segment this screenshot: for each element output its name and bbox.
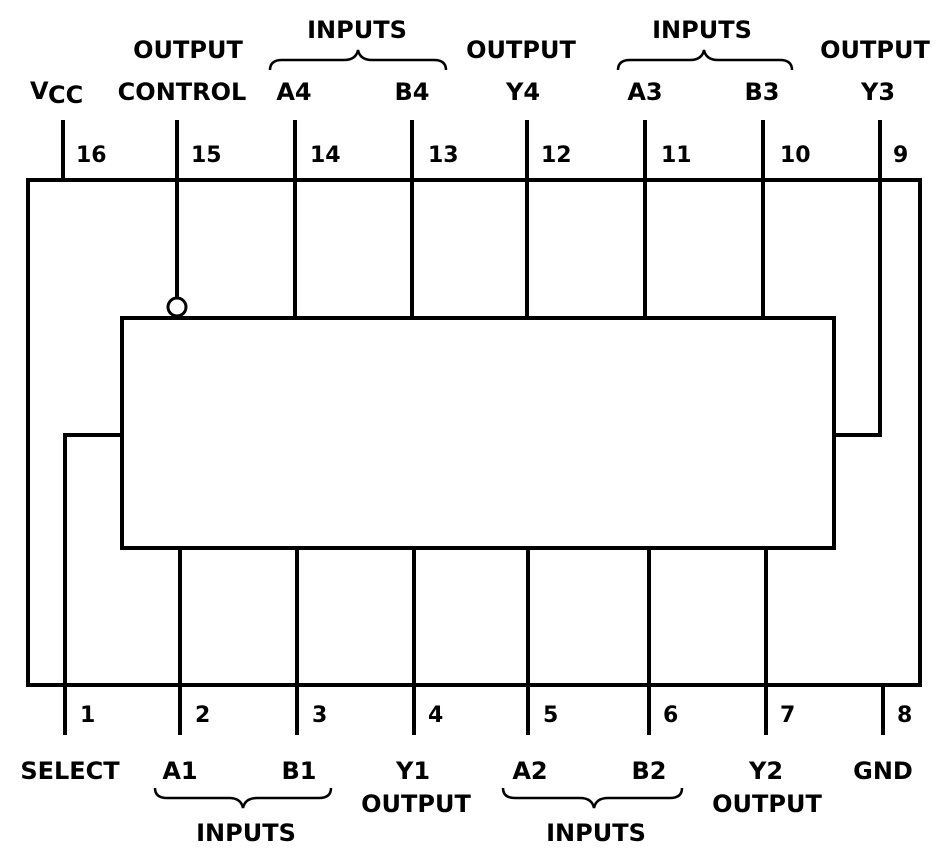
output-y2-label: OUTPUT xyxy=(712,790,822,818)
b2-label: B2 xyxy=(632,757,667,785)
b3-label: B3 xyxy=(745,78,780,106)
a4-label: A4 xyxy=(276,78,311,106)
y2-label: Y2 xyxy=(748,757,783,785)
y1-label: Y1 xyxy=(395,757,430,785)
pin-number-8: 8 xyxy=(897,703,912,728)
pin-number-10: 10 xyxy=(780,143,811,168)
pin-number-11: 11 xyxy=(661,143,692,168)
pin-number-7: 7 xyxy=(780,703,795,728)
mux-block xyxy=(120,316,836,550)
pin-number-15: 15 xyxy=(191,143,222,168)
pin-number-2: 2 xyxy=(195,703,210,728)
pin-number-9: 9 xyxy=(893,143,908,168)
bottom-pin-numbers: 1 2 3 4 5 6 7 8 xyxy=(80,703,912,728)
bottom-pin-leads xyxy=(63,433,885,735)
pin-1-lead xyxy=(63,433,122,735)
pin-number-6: 6 xyxy=(663,703,678,728)
y3-label: Y3 xyxy=(860,78,895,106)
a1-label: A1 xyxy=(162,757,197,785)
pin-number-5: 5 xyxy=(543,703,558,728)
b1-label: B1 xyxy=(282,757,317,785)
inputs-a3-b3-label: INPUTS xyxy=(652,16,752,44)
pin-number-14: 14 xyxy=(310,143,341,168)
output-y3-label: OUTPUT xyxy=(820,36,930,64)
pin-number-1: 1 xyxy=(80,703,95,728)
top-pin-leads xyxy=(61,120,882,437)
inputs-a4-b4-brace xyxy=(268,49,448,71)
inputs-a2-b2-label: INPUTS xyxy=(546,819,646,847)
vcc-subscript: CC xyxy=(48,81,83,109)
top-pin-numbers: 16 15 14 13 12 11 10 9 xyxy=(76,143,908,168)
gnd-label: GND xyxy=(853,757,913,785)
pin-number-13: 13 xyxy=(428,143,459,168)
b4-label: B4 xyxy=(395,78,430,106)
top-labels: V CC OUTPUT CONTROL INPUTS A4 B4 OUTPUT … xyxy=(30,16,930,109)
pin-number-12: 12 xyxy=(541,143,572,168)
inputs-a3-b3-brace xyxy=(616,49,794,71)
output-y1-label: OUTPUT xyxy=(361,790,471,818)
inputs-a1-b1-brace xyxy=(153,787,333,809)
a3-label: A3 xyxy=(627,78,662,106)
bottom-labels: SELECT A1 B1 INPUTS Y1 OUTPUT A2 B2 INPU… xyxy=(20,757,913,847)
inputs-a4-b4-label: INPUTS xyxy=(307,16,407,44)
package-outline xyxy=(26,178,922,687)
inversion-bubble xyxy=(166,296,188,318)
pin-9-lead xyxy=(834,120,882,437)
output-control-label-line1: OUTPUT xyxy=(133,36,243,64)
inputs-a1-b1-label: INPUTS xyxy=(196,819,296,847)
vcc-label: V xyxy=(30,77,49,105)
pin-number-16: 16 xyxy=(76,143,107,168)
select-label: SELECT xyxy=(20,757,120,785)
a2-label: A2 xyxy=(512,757,547,785)
output-y4-label: OUTPUT xyxy=(466,36,576,64)
pin-number-3: 3 xyxy=(312,703,327,728)
output-control-label-line2: CONTROL xyxy=(118,78,247,106)
y4-label: Y4 xyxy=(505,78,540,106)
inputs-a2-b2-brace xyxy=(501,787,684,809)
pin-number-4: 4 xyxy=(428,703,443,728)
